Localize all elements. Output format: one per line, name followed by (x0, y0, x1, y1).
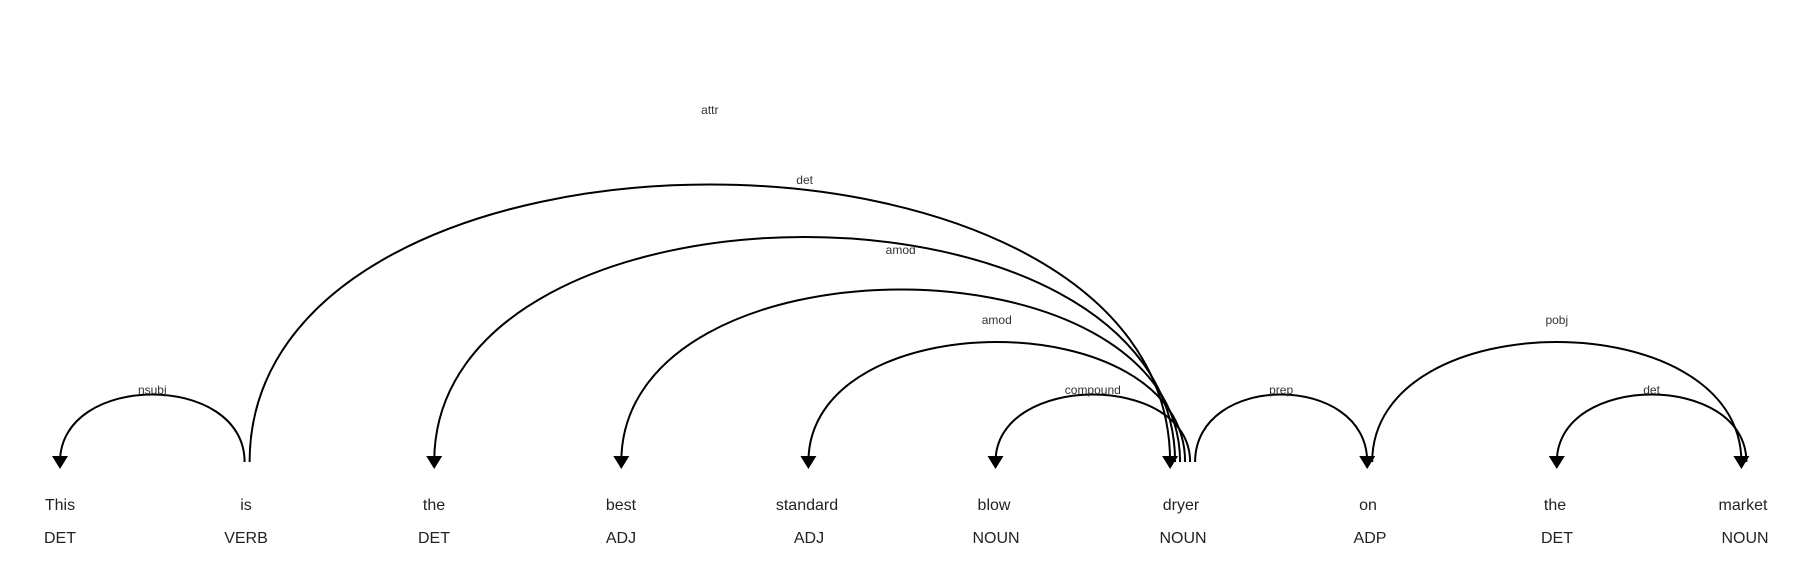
arc-label: nsubj (138, 383, 167, 397)
token-word: the (1544, 497, 1566, 514)
arrowhead-icon (52, 456, 68, 469)
dependency-arc (433, 236, 1177, 463)
dependency-arc (1555, 393, 1748, 463)
dependency-arc (1371, 341, 1743, 463)
token-tag: VERB (224, 530, 268, 547)
arcs-layer: nsubj attr det amod amod compound prep pobj det (52, 103, 1750, 469)
arrowhead-icon (426, 456, 443, 469)
arc-label: amod (886, 243, 916, 257)
arc-label: compound (1065, 383, 1121, 397)
arrowhead-icon (1359, 456, 1376, 469)
token-tag: DET (418, 530, 450, 547)
token-tag: NOUN (1721, 530, 1768, 547)
token-word: best (606, 497, 637, 514)
token-tag: ADJ (794, 530, 824, 547)
arrowhead-icon (613, 456, 630, 469)
token-word: standard (776, 497, 838, 514)
arc-label: det (796, 173, 813, 187)
dependency-arc (59, 393, 246, 463)
token-word: This (45, 497, 75, 514)
arrowhead-icon (987, 456, 1004, 469)
dependency-arc (994, 393, 1192, 463)
token-tag: ADJ (606, 530, 636, 547)
token-tag: DET (44, 530, 76, 547)
token-word: is (240, 497, 252, 514)
arc-label: attr (701, 103, 718, 117)
arc-label: det (1643, 383, 1660, 397)
dependency-arc (807, 341, 1187, 463)
tokens-layer: This DET is VERB the DET best ADJ standa… (44, 497, 1769, 547)
arc-label: amod (982, 313, 1012, 327)
arc-label: prep (1269, 383, 1293, 397)
arrowhead-icon (1548, 456, 1565, 469)
arrowhead-icon (800, 456, 817, 469)
dependency-arc (1194, 393, 1369, 463)
token-word: dryer (1163, 497, 1200, 514)
token-word: market (1719, 497, 1768, 514)
token-tag: DET (1541, 530, 1573, 547)
dependency-arc (620, 288, 1182, 463)
dependency-arc (248, 183, 1172, 463)
token-word: blow (978, 497, 1011, 514)
token-word: the (423, 497, 445, 514)
arc-label: pobj (1545, 313, 1568, 327)
token-tag: NOUN (972, 530, 1019, 547)
token-tag: ADP (1354, 530, 1387, 547)
token-tag: NOUN (1159, 530, 1206, 547)
token-word: on (1359, 497, 1377, 514)
